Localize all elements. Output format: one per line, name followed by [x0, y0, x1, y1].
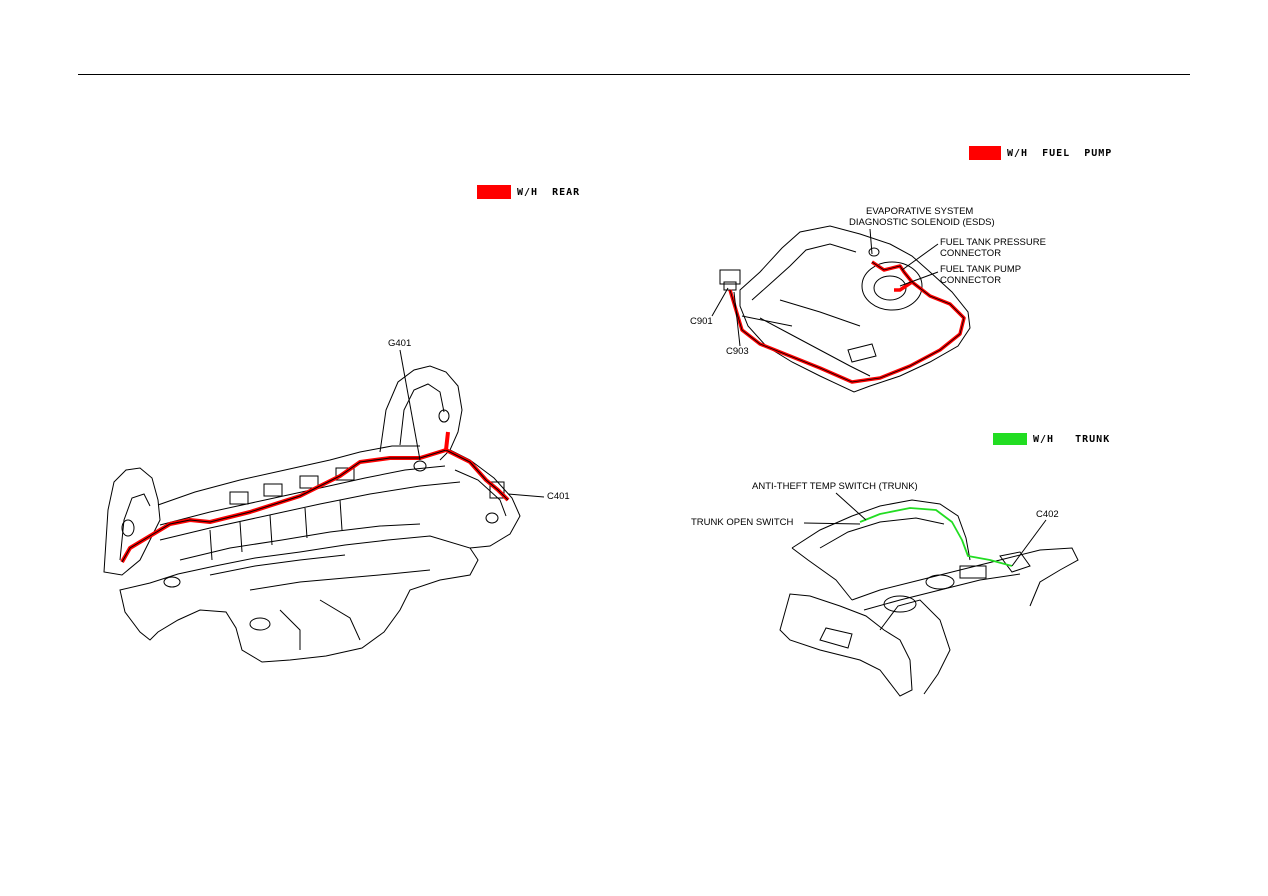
rear-harness-branch — [444, 431, 450, 451]
esds-label-line2: DIAGNOSTIC SOLENOID (ESDS) — [849, 217, 995, 228]
g401-leader — [399, 349, 421, 461]
rear-floor-pan-drawing — [103, 365, 521, 663]
rear-harness-outline — [121, 449, 509, 563]
legend-fuel-pump: W/H FUEL PUMP — [969, 146, 1112, 160]
c401-leader — [507, 493, 545, 498]
trunk-harness-route — [859, 507, 1013, 567]
legend-trunk: W/H TRUNK — [993, 433, 1110, 445]
fuel-harness-branch — [894, 280, 913, 292]
legend-trunk-swatch — [993, 433, 1027, 445]
trunk-open-leader — [803, 522, 861, 525]
fuel-tank-drawing — [719, 225, 971, 393]
c402-label: C402 — [1036, 509, 1059, 520]
header-rule — [78, 74, 1190, 75]
pump-label-line2: CONNECTOR — [940, 275, 1002, 286]
legend-fuel-pump-label: W/H FUEL PUMP — [1007, 147, 1113, 159]
pump-leader — [899, 271, 939, 287]
c401-label: C401 — [547, 491, 570, 502]
fuel-harness-outline — [729, 261, 965, 383]
trunk-open-label: TRUNK OPEN SWITCH — [691, 517, 794, 528]
legend-fuel-pump-swatch — [969, 146, 1001, 160]
esds-leader — [869, 228, 873, 255]
rear-harness-route — [120, 448, 510, 563]
pressure-label-line1: FUEL TANK PRESSURE — [940, 237, 1046, 248]
legend-trunk-label: W/H TRUNK — [1033, 433, 1111, 445]
anti-theft-label: ANTI-THEFT TEMP SWITCH (TRUNK) — [752, 481, 918, 492]
c903-label: C903 — [726, 346, 749, 357]
trunk-drawing — [779, 499, 1079, 697]
legend-rear-swatch — [477, 185, 511, 199]
c901-label: C901 — [690, 316, 713, 327]
anti-theft-leader — [835, 492, 867, 521]
c903-leader — [733, 291, 741, 347]
legend-rear: W/H REAR — [477, 185, 580, 199]
pressure-leader — [901, 243, 939, 271]
pressure-label-line2: CONNECTOR — [940, 248, 1002, 259]
pump-label-line1: FUEL TANK PUMP — [940, 264, 1022, 275]
legend-rear-label: W/H REAR — [517, 186, 581, 198]
g401-label: G401 — [388, 338, 412, 349]
c901-leader — [711, 287, 729, 317]
esds-label-line1: EVAPORATIVE SYSTEM — [866, 206, 974, 217]
c402-leader — [1011, 519, 1047, 567]
